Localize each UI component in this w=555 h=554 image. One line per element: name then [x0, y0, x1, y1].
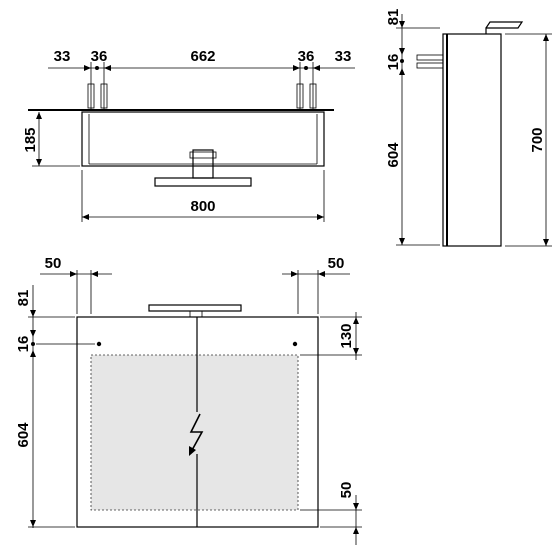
side-screw-1 [416, 54, 444, 61]
dim-dot [95, 66, 99, 70]
arrowhead [543, 34, 549, 41]
dim-label-50-right: 50 [328, 255, 345, 272]
top-view-lamp-joint [189, 151, 217, 159]
arrowhead [399, 48, 405, 55]
arrowhead [30, 330, 36, 337]
arrowhead [353, 317, 359, 324]
dim-label-604-side: 604 [385, 142, 402, 168]
front-view-lamp-mount [189, 310, 203, 318]
front-hole-right [292, 341, 298, 347]
arrowhead [318, 271, 325, 277]
arrowhead [36, 159, 42, 166]
arrowhead [399, 68, 405, 75]
dim-label-16-side: 16 [385, 54, 402, 71]
side-view: 81 16 604 700 [385, 9, 552, 247]
arrowhead [313, 65, 320, 71]
arrowhead [84, 65, 91, 71]
side-view-cabinet-outline [442, 33, 502, 247]
dim-label-662: 662 [190, 48, 215, 65]
side-view-lamp [485, 21, 524, 34]
front-view-lamp [148, 304, 242, 312]
dim-dot [31, 342, 35, 346]
dim-label-16-front: 16 [15, 336, 32, 353]
dim-label-36-left: 36 [91, 48, 108, 65]
arrowhead [399, 21, 405, 28]
arrowhead [30, 520, 36, 527]
dim-label-185: 185 [22, 127, 39, 152]
arrowhead [70, 271, 77, 277]
front-hole-left [96, 341, 102, 347]
arrowhead [291, 271, 298, 277]
dim-label-604-front: 604 [15, 422, 32, 448]
top-view-cabinet-outline [81, 111, 325, 167]
dim-label-33-right: 33 [335, 48, 352, 65]
arrowhead [104, 65, 111, 71]
dim-label-800: 800 [190, 198, 215, 215]
dim-label-33-left: 33 [54, 48, 71, 65]
dim-label-50-bottom: 50 [338, 482, 355, 499]
arrowhead [91, 271, 98, 277]
dim-label-130: 130 [338, 323, 355, 348]
arrowhead [293, 65, 300, 71]
electric-symbol-icon [186, 412, 208, 456]
dim-label-36-right: 36 [298, 48, 315, 65]
dim-label-700: 700 [529, 127, 546, 152]
top-view-screws [87, 83, 317, 109]
arrowhead [82, 214, 89, 220]
dim-dot [304, 66, 308, 70]
arrowhead [353, 503, 359, 510]
arrowhead [353, 527, 359, 534]
arrowhead [353, 348, 359, 355]
arrowhead [30, 310, 36, 317]
top-view-lamp-bar [154, 177, 252, 187]
arrowhead [36, 112, 42, 119]
front-view: 50 50 81 16 604 130 50 [15, 255, 362, 545]
arrowhead [543, 239, 549, 246]
dim-label-81-side: 81 [385, 9, 402, 26]
side-screw-2 [416, 62, 444, 69]
arrowhead [399, 238, 405, 245]
arrowhead [30, 350, 36, 357]
dim-label-81-front: 81 [15, 290, 32, 307]
top-view: 33 36 662 36 33 185 800 [22, 48, 355, 222]
arrowhead [317, 214, 324, 220]
dim-label-50-left: 50 [45, 255, 62, 272]
